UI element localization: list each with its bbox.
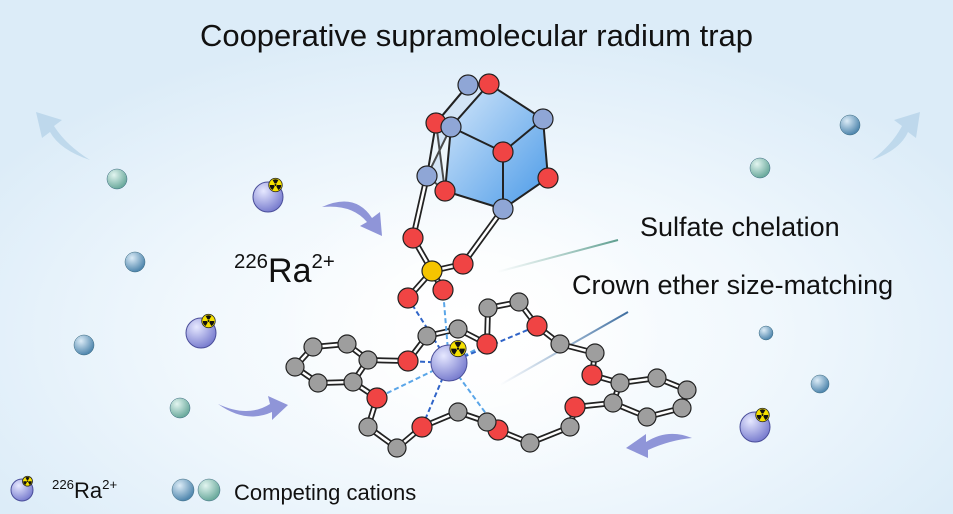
carbon-atom [417,326,437,346]
radiation-blade [763,415,769,420]
carbon-atom [303,337,323,357]
carbon-atom [550,334,570,354]
legend-cation-blue [171,478,195,502]
oxygen-atom [402,227,424,249]
oxygen-atom [526,315,548,337]
carbon-atom [387,438,407,458]
arrow-icon [872,112,920,160]
boron-atom [416,165,438,187]
legend-cation-teal [197,478,221,502]
carbon-atom [358,417,378,437]
carbon-atom [647,368,667,388]
coordination-bond [448,362,499,431]
boron-atom [457,74,479,96]
carbon-atom [337,334,357,354]
radiation-blade [269,185,275,190]
boron-atom [532,108,554,130]
radiation-center [456,347,460,350]
element-symbol: Ra [268,252,312,290]
radium-ion-label: 226Ra2+ [234,250,335,291]
carbon-atom [560,417,580,437]
radiation-center [274,183,277,187]
carbon-atom [343,372,363,392]
arrow-icon [36,112,90,160]
approach-arrows [218,201,692,458]
arrow-icon [626,433,692,458]
radiation-blade [28,481,32,485]
carbon-atom [520,433,540,453]
crown-label: Crown ether size-matching [572,270,894,300]
carbon-atom [603,393,623,413]
carbon-atom [637,407,657,427]
charge: 2+ [311,250,335,273]
radiation-blade [272,179,279,184]
radiation-center [207,319,210,323]
boron-atom [492,198,514,220]
oxygen-atom [564,396,586,418]
radiation-blade [202,321,208,326]
radiation-blade [459,348,465,355]
radiation-blade [759,409,766,414]
radiation-center [761,413,764,417]
sulfur-atom [421,260,443,282]
radiation-blade [756,415,762,420]
oxygen-atom [411,416,433,438]
radiation-blade [25,476,30,481]
radiation-blade [205,315,212,320]
oxygen-atom [492,141,514,163]
carbon-atom [477,412,497,432]
radiation-blade [451,348,457,355]
carbon-atom [308,373,328,393]
legend-symbol: Ra [74,478,103,503]
boron-atom [440,116,462,138]
bond-highlight [461,207,505,266]
glow [270,170,670,490]
radiation-center [26,480,29,482]
oxygen-atom [478,73,500,95]
legend-mass: 226 [52,476,75,492]
legend-competing-label: Competing cations [234,480,417,505]
carbon-atom [610,373,630,393]
carbon-atom [448,319,468,339]
carbon-atom [448,402,468,422]
oxygen-atom [581,364,603,386]
title: Cooperative supramolecular radium trap [199,18,754,53]
radiation-blade [23,481,27,485]
oxygen-atom [366,387,388,409]
atoms [285,73,697,458]
carbon-atom [677,380,697,400]
radiation-blade [209,321,215,326]
arrow-icon [218,396,288,420]
legend-radium-label: 226Ra2+ [52,476,118,504]
radiation-blade [454,341,462,347]
legend-charge: 2+ [102,476,118,492]
coordination-bond [376,362,450,399]
oxygen-atom [432,279,454,301]
mass-number: 226 [234,250,269,273]
sulfate-leader-line [496,239,619,273]
oxygen-atom [397,287,419,309]
oxygen-atom [397,350,419,372]
carbon-atom [478,298,498,318]
arrow-icon [322,201,382,236]
oxygen-atom [434,180,456,202]
competing-cations [73,114,861,419]
carbon-atom [672,398,692,418]
radium-ions [10,177,771,502]
leaving-arrows [36,112,920,160]
carbon-atom [585,343,605,363]
carbon-atom [358,350,378,370]
oxygen-atom [476,333,498,355]
radiation-blade [276,185,282,190]
carbon-atom [509,292,529,312]
sulfate-label: Sulfate chelation [640,212,840,242]
oxygen-atom [537,167,559,189]
oxygen-atom [452,253,474,275]
carbon-atom [285,357,305,377]
